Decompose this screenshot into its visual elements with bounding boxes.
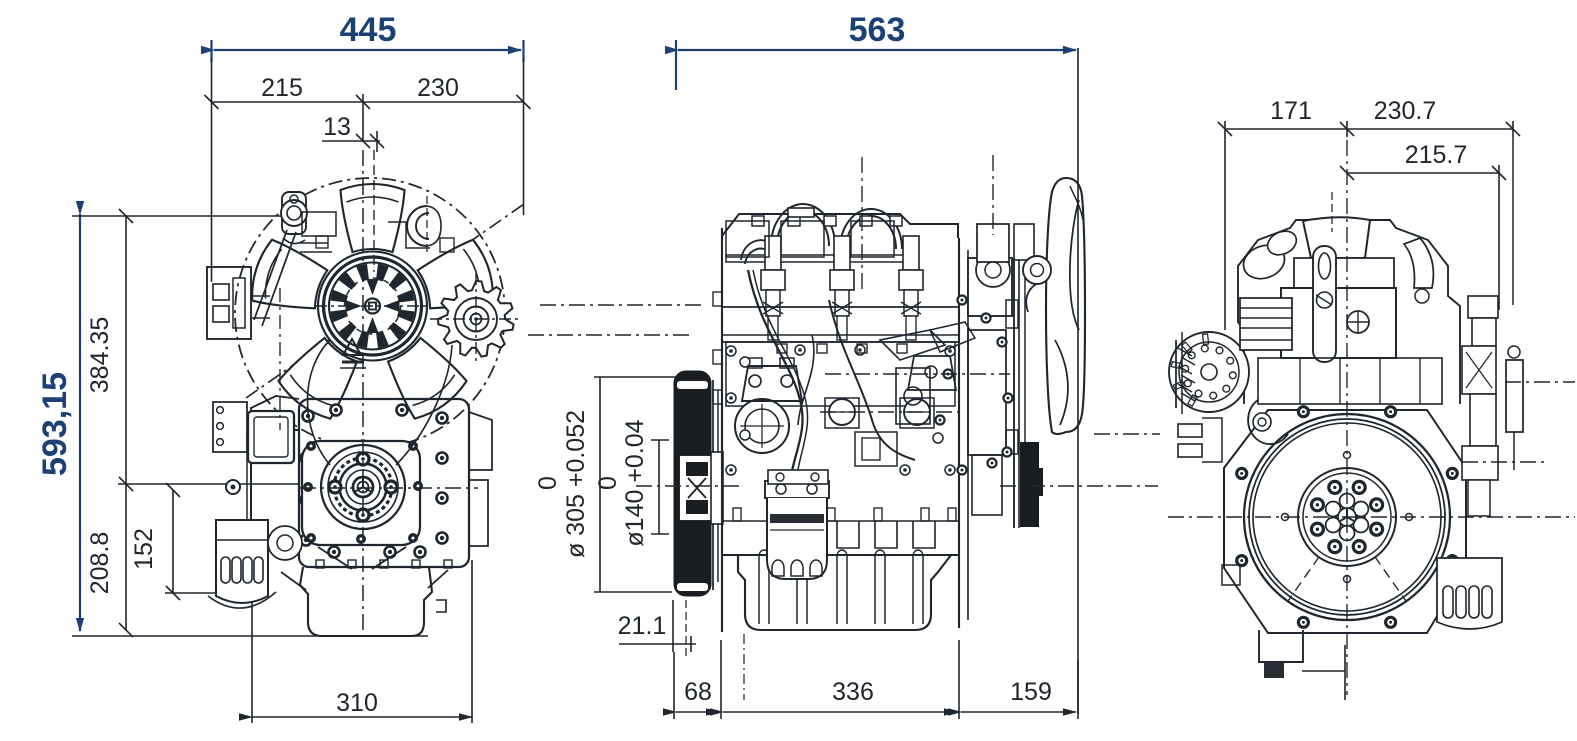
svg-text:593,15: 593,15 [36, 372, 74, 476]
svg-text:21.1: 21.1 [618, 612, 667, 640]
svg-text:ø 305 +0.052: ø 305 +0.052 [562, 410, 590, 558]
svg-text:384.35: 384.35 [86, 317, 114, 393]
svg-text:215.7: 215.7 [1405, 141, 1468, 169]
svg-text:310: 310 [336, 689, 378, 717]
svg-text:230: 230 [417, 74, 459, 102]
svg-text:13: 13 [323, 113, 351, 141]
svg-text:68: 68 [684, 678, 712, 706]
svg-text:0: 0 [594, 476, 622, 490]
svg-text:152: 152 [130, 528, 158, 570]
svg-text:445: 445 [340, 11, 397, 49]
svg-text:563: 563 [849, 11, 906, 49]
svg-text:171: 171 [1270, 97, 1312, 125]
svg-text:159: 159 [1010, 678, 1052, 706]
svg-text:208.8: 208.8 [86, 532, 114, 595]
svg-text:215: 215 [261, 74, 303, 102]
svg-text:ø140 +0.04: ø140 +0.04 [621, 419, 649, 546]
svg-text:336: 336 [832, 678, 874, 706]
svg-text:0: 0 [534, 476, 562, 490]
svg-text:230.7: 230.7 [1374, 97, 1437, 125]
